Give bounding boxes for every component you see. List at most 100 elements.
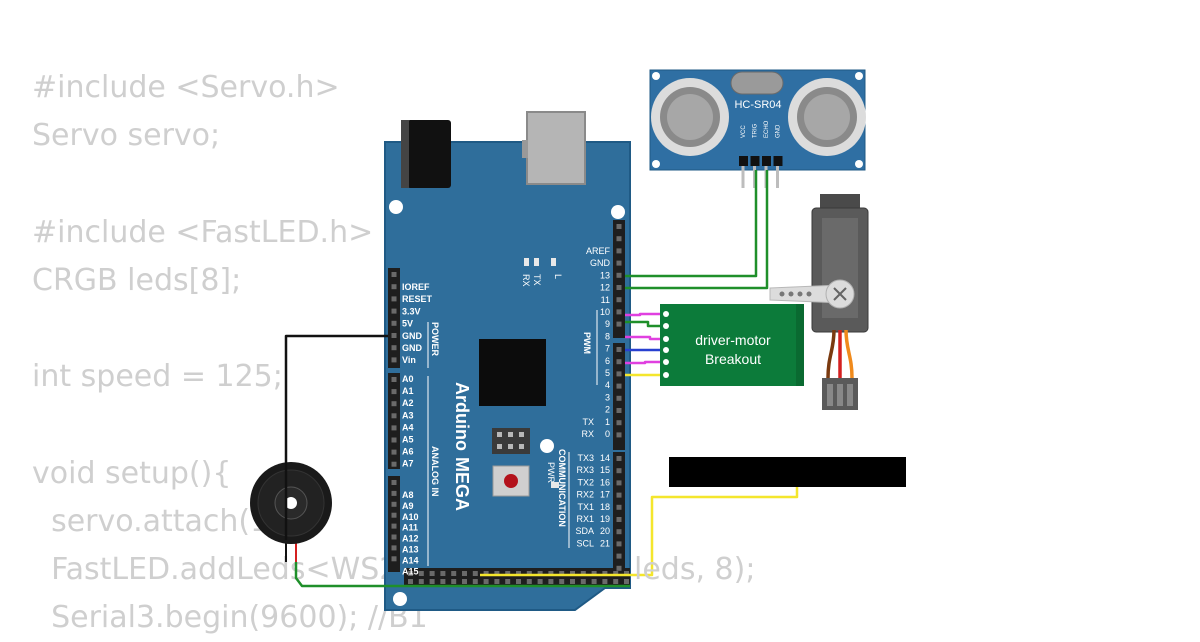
sensor-pin-leg[interactable] bbox=[776, 166, 779, 188]
header-pin[interactable] bbox=[408, 571, 413, 576]
header-pin[interactable] bbox=[580, 579, 586, 584]
header-pin[interactable] bbox=[391, 333, 397, 338]
header-pin[interactable] bbox=[616, 248, 622, 254]
header-pin[interactable] bbox=[391, 461, 397, 467]
header-pin[interactable] bbox=[391, 449, 397, 455]
header-pin[interactable] bbox=[418, 571, 424, 576]
piezo-buzzer[interactable] bbox=[250, 462, 332, 562]
header-pin[interactable] bbox=[494, 579, 500, 584]
header-pin[interactable] bbox=[616, 371, 622, 377]
header-pin[interactable] bbox=[440, 579, 446, 584]
header-pin[interactable] bbox=[602, 571, 608, 576]
header-pin[interactable] bbox=[616, 236, 622, 242]
header-pin[interactable] bbox=[616, 553, 622, 559]
header-pin[interactable] bbox=[624, 571, 629, 576]
header-pin[interactable] bbox=[516, 571, 521, 576]
header-pin[interactable] bbox=[616, 529, 622, 535]
header-pin[interactable] bbox=[548, 571, 554, 576]
header-pin[interactable] bbox=[483, 579, 489, 584]
driver-pin[interactable] bbox=[663, 336, 669, 342]
header-pin[interactable] bbox=[391, 389, 397, 395]
header-pin[interactable] bbox=[391, 308, 397, 314]
header-pin[interactable] bbox=[591, 571, 597, 576]
header-pin[interactable] bbox=[391, 345, 397, 351]
header-pin[interactable] bbox=[494, 571, 500, 576]
header-pin[interactable] bbox=[516, 579, 521, 584]
header-pin[interactable] bbox=[391, 413, 397, 419]
header-pin[interactable] bbox=[451, 571, 457, 576]
header-pin[interactable] bbox=[391, 296, 397, 302]
header-pin[interactable] bbox=[391, 357, 397, 363]
header-pin[interactable] bbox=[616, 565, 622, 571]
header-pin[interactable] bbox=[391, 501, 397, 507]
header-pin[interactable] bbox=[616, 260, 622, 266]
header-pin[interactable] bbox=[570, 571, 575, 576]
header-pin[interactable] bbox=[616, 395, 622, 401]
driver-motor-breakout[interactable]: driver-motor Breakout bbox=[660, 304, 804, 386]
header-pin[interactable] bbox=[472, 579, 478, 584]
sensor-pin-leg[interactable] bbox=[741, 166, 745, 188]
header-pin[interactable] bbox=[591, 579, 597, 584]
header-pin[interactable] bbox=[483, 571, 489, 576]
sensor-pin-leg[interactable] bbox=[753, 166, 756, 188]
header-pin[interactable] bbox=[418, 579, 424, 584]
led-strip-bar[interactable] bbox=[669, 457, 906, 487]
driver-pin[interactable] bbox=[663, 372, 669, 378]
header-pin[interactable] bbox=[616, 408, 622, 413]
driver-pin[interactable] bbox=[663, 323, 669, 329]
header-pin[interactable] bbox=[616, 297, 622, 303]
header-pin[interactable] bbox=[391, 523, 397, 529]
driver-pin[interactable] bbox=[663, 359, 669, 365]
header-pin[interactable] bbox=[391, 512, 397, 518]
header-pin[interactable] bbox=[548, 579, 554, 584]
header-pin[interactable] bbox=[462, 579, 467, 584]
header-pin[interactable] bbox=[505, 571, 511, 576]
header-pin[interactable] bbox=[537, 571, 543, 576]
servo-motor[interactable] bbox=[769, 194, 869, 410]
header-pin[interactable] bbox=[613, 571, 619, 576]
header-pin[interactable] bbox=[391, 272, 397, 277]
arduino-mega-board[interactable]: TX RX L PWR Arduino MEGA IOREFRESET3.3V5… bbox=[384, 111, 631, 611]
header-pin[interactable] bbox=[391, 534, 397, 540]
header-pin[interactable] bbox=[391, 545, 397, 551]
driver-pin[interactable] bbox=[663, 347, 669, 353]
header-pin[interactable] bbox=[451, 579, 457, 584]
header-pin[interactable] bbox=[616, 420, 622, 426]
header-pin[interactable] bbox=[616, 504, 622, 510]
header-pin[interactable] bbox=[429, 579, 435, 584]
header-pin[interactable] bbox=[391, 425, 397, 431]
header-pin[interactable] bbox=[624, 579, 629, 584]
header-pin[interactable] bbox=[391, 284, 397, 290]
header-pin[interactable] bbox=[391, 490, 397, 496]
header-pin[interactable] bbox=[391, 377, 397, 382]
header-pin[interactable] bbox=[616, 432, 622, 438]
header-pin[interactable] bbox=[616, 309, 622, 315]
header-pin[interactable] bbox=[616, 224, 622, 229]
header-pin[interactable] bbox=[616, 383, 622, 389]
header-pin[interactable] bbox=[526, 579, 532, 584]
header-pin[interactable] bbox=[616, 541, 622, 547]
header-pin[interactable] bbox=[505, 579, 511, 584]
reset-button-cap[interactable] bbox=[504, 474, 518, 488]
header-pin[interactable] bbox=[613, 579, 619, 584]
header-pin[interactable] bbox=[580, 571, 586, 576]
header-pin[interactable] bbox=[616, 517, 622, 522]
header-pin[interactable] bbox=[408, 579, 413, 584]
header-pin[interactable] bbox=[429, 571, 435, 576]
header-pin[interactable] bbox=[526, 571, 532, 576]
header-pin[interactable] bbox=[391, 437, 397, 443]
header-pin[interactable] bbox=[537, 579, 543, 584]
header-pin[interactable] bbox=[602, 579, 608, 584]
header-pin[interactable] bbox=[616, 492, 622, 498]
header-pin[interactable] bbox=[391, 556, 397, 562]
header-pin[interactable] bbox=[616, 480, 622, 486]
header-pin[interactable] bbox=[440, 571, 446, 576]
header-pin[interactable] bbox=[616, 468, 622, 474]
header-pin[interactable] bbox=[559, 571, 565, 576]
header-pin[interactable] bbox=[616, 321, 622, 327]
header-pin[interactable] bbox=[570, 579, 575, 584]
driver-pin[interactable] bbox=[663, 311, 669, 317]
header-pin[interactable] bbox=[616, 347, 622, 352]
header-pin[interactable] bbox=[472, 571, 478, 576]
